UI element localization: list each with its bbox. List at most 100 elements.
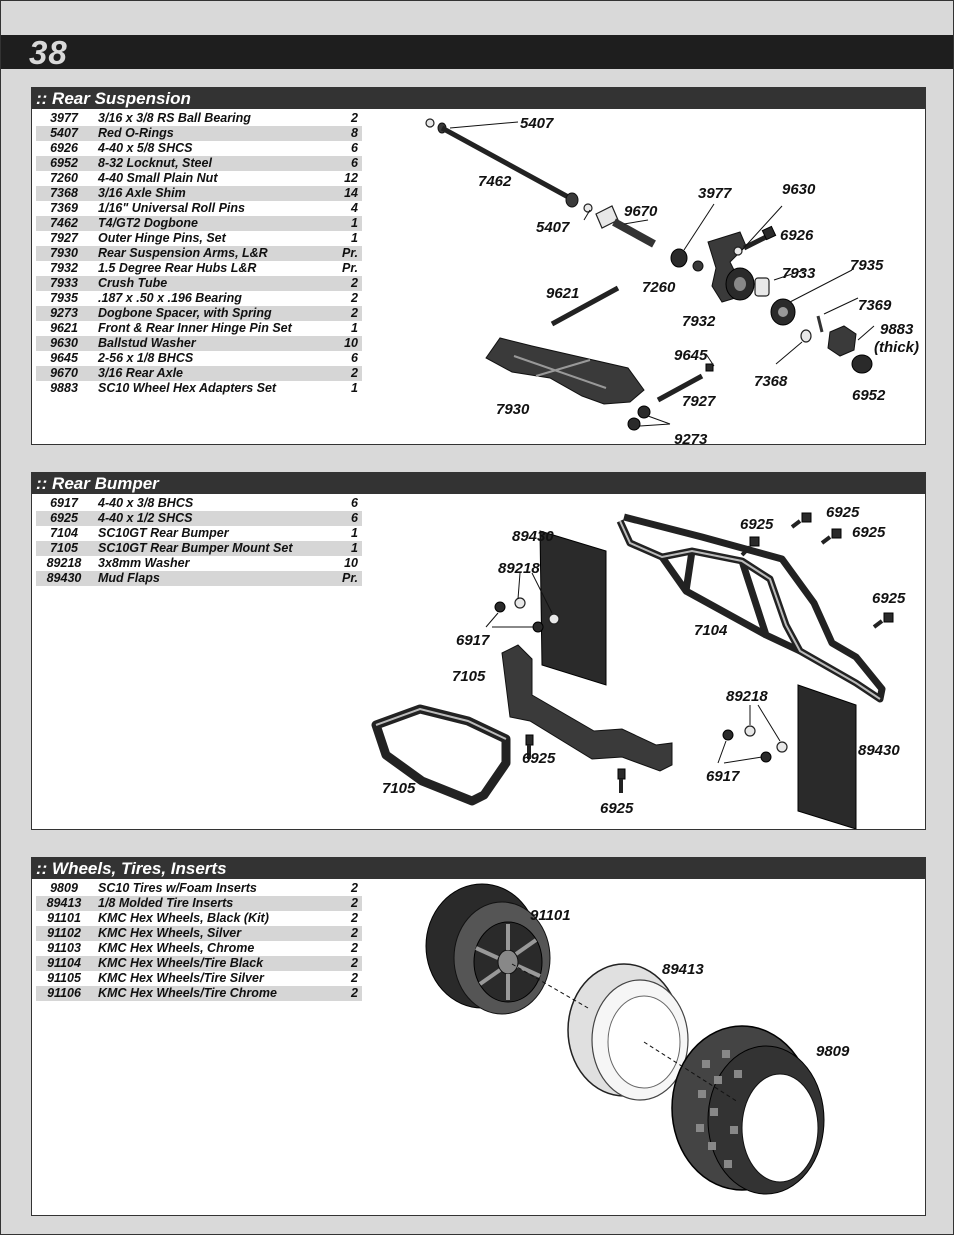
part-number: 9809 <box>50 881 78 895</box>
part-quantity: 2 <box>351 941 358 955</box>
part-number: 7930 <box>36 246 92 261</box>
callout: 6925 <box>522 750 556 767</box>
part-description: KMC Hex Wheels, Silver <box>92 926 330 941</box>
part-description: 3x8mm Washer <box>98 556 190 570</box>
part-number: 6917 <box>50 496 78 510</box>
leader-lines <box>485 572 781 764</box>
axle-9670 <box>595 205 656 248</box>
part-quantity: 8 <box>330 126 362 141</box>
part-number: 6952 <box>36 156 92 171</box>
roll-pin-7369 <box>816 315 824 333</box>
part-quantity: 2 <box>351 911 358 925</box>
part-quantity: 2 <box>330 306 362 321</box>
part-quantity: 1 <box>351 321 358 335</box>
part-number: 7368 <box>36 186 92 201</box>
part-quantity: 6 <box>330 156 362 171</box>
part-number: 7260 <box>50 171 78 185</box>
callout: 6925 <box>852 524 886 541</box>
part-description: Mud Flaps <box>92 571 330 586</box>
part-quantity: Pr. <box>330 246 362 261</box>
callout: 5407 <box>536 219 570 236</box>
callout: (thick) <box>874 339 919 356</box>
part-quantity: 2 <box>351 291 358 305</box>
part-number: 89413 <box>36 896 92 911</box>
shim-7368 <box>800 329 812 343</box>
callout: 7104 <box>694 622 728 639</box>
callout: 7462 <box>478 173 512 190</box>
part-quantity: 1 <box>330 541 362 556</box>
part-number: 5407 <box>36 126 92 141</box>
part-description: 3/16 x 3/8 RS Ball Bearing <box>98 111 251 125</box>
part-quantity: 1 <box>351 231 358 245</box>
spacer-9273 <box>627 405 651 431</box>
part-description: Rear Suspension Arms, L&R <box>92 246 330 261</box>
part-number: 7932 <box>50 261 78 275</box>
part-description: SC10 Wheel Hex Adapters Set <box>98 381 277 395</box>
part-quantity: 2 <box>330 926 362 941</box>
mud-flap-left <box>539 530 607 686</box>
section-title: :: Wheels, Tires, Inserts <box>32 858 925 879</box>
part-number: 91104 <box>36 956 92 971</box>
mount-7105-upper <box>501 644 673 772</box>
screw-6926 <box>733 225 777 256</box>
part-description: SC10 Tires w/Foam Inserts <box>98 881 257 895</box>
callout-labels: 91101 89413 9809 <box>530 907 850 1060</box>
part-quantity: Pr. <box>342 261 358 275</box>
part-description: 3/16 Rear Axle <box>92 366 330 381</box>
wheels-tires-diagram: 91101 89413 9809 <box>425 883 850 1195</box>
part-number: 3977 <box>50 111 78 125</box>
part-description: 4-40 x 1/2 SHCS <box>92 511 330 526</box>
bearing-3977 <box>670 248 688 268</box>
part-number: 7462 <box>36 216 92 231</box>
callout: 6952 <box>852 387 886 404</box>
part-quantity: 2 <box>330 276 362 291</box>
hub-7932 <box>707 231 755 303</box>
part-description: 4-40 Small Plain Nut <box>98 171 218 185</box>
callout: 6917 <box>706 768 740 785</box>
part-description: 2-56 x 1/8 BHCS <box>98 351 194 365</box>
part-quantity: 6 <box>351 141 358 155</box>
part-number: 7927 <box>50 231 78 245</box>
page-header-bar: 38 <box>1 35 953 71</box>
callout: 7260 <box>642 279 676 296</box>
part-quantity: 6 <box>351 496 358 510</box>
callout: 7368 <box>754 373 788 390</box>
part-quantity: 2 <box>330 896 362 911</box>
rear-suspension-diagram: 5407 7462 9670 5407 3977 9630 6926 7260 … <box>425 115 919 444</box>
part-quantity: 2 <box>330 366 362 381</box>
part-description: KMC Hex Wheels, Black (Kit) <box>98 911 269 925</box>
part-number: 9670 <box>36 366 92 381</box>
part-number: 7935 <box>50 291 78 305</box>
callout: 7927 <box>682 393 716 410</box>
section-title: :: Rear Suspension <box>32 88 925 109</box>
part-number: 89218 <box>46 556 82 570</box>
insert-89413 <box>567 963 689 1101</box>
part-description: 1.5 Degree Rear Hubs L&R <box>98 261 257 275</box>
callout: 3977 <box>698 185 732 202</box>
callout: 91101 <box>530 907 571 924</box>
part-description: KMC Hex Wheels/Tire Chrome <box>92 986 330 1001</box>
part-description: Outer Hinge Pins, Set <box>98 231 226 245</box>
part-number: 89430 <box>36 571 92 586</box>
part-description: SC10GT Rear Bumper <box>98 526 229 540</box>
callout: 7105 <box>382 780 416 797</box>
callout: 89430 <box>512 528 554 545</box>
dogbone-7462 <box>425 118 593 213</box>
arm-7930 <box>485 337 645 405</box>
